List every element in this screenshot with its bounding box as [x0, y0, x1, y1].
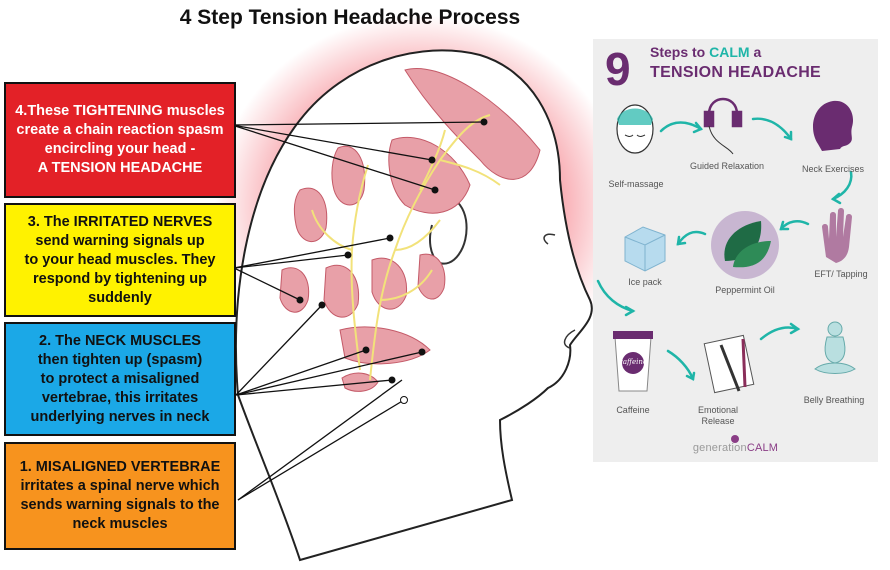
nerve-lines [311, 114, 501, 381]
head-profile-icon [813, 100, 854, 151]
step-4-box: 4.These TIGHTENING muscles create a chai… [4, 82, 236, 198]
item-label-peppermint-oil: Peppermint Oil [715, 285, 775, 295]
mint-leaf-icon [711, 211, 779, 279]
brand-logo: generationCALM [692, 442, 779, 454]
step-1-line: neck muscles [72, 516, 168, 532]
step-3-line: 3. The IRRITATED NERVES [27, 213, 213, 230]
occipital-muscle-upper [331, 145, 366, 206]
step-2-box: 2. The NECK MUSCLES then tighten up (spa… [4, 322, 236, 436]
item-label-neck-exercises: Neck Exercises [801, 164, 864, 174]
step-1-line: irritates a spinal nerve which [20, 478, 220, 494]
step-4-line: 4.These TIGHTENING muscles [15, 103, 225, 119]
step-4-line: create a chain reaction spasm [16, 122, 224, 138]
lower-neck-muscle [339, 326, 431, 365]
step-3-line: respond by tightening up [33, 270, 207, 287]
hand-icon [822, 208, 852, 263]
step-2-line: then tighten up (spasm) [37, 351, 203, 368]
mouth-line [563, 329, 576, 349]
step-3-box: 3. The IRRITATED NERVES send warning sig… [4, 203, 236, 317]
nine-steps-panel: 9 Steps to CALM a TENSION HEADACHE [593, 39, 878, 462]
eye-line [543, 233, 556, 245]
headphones-icon [703, 97, 743, 155]
step-3-line: to your head muscles. They [24, 251, 216, 268]
pointer-dots [296, 118, 488, 404]
pointer-lines [231, 121, 485, 501]
item-label-self-massage: Self-massage [608, 179, 664, 189]
item-label-caffeine: Caffeine [616, 405, 650, 415]
step-3-line: suddenly [88, 289, 152, 306]
step-1-line: sends warning signals to the [20, 497, 220, 513]
flow-arrows [596, 117, 853, 381]
step-1-line: 1. MISALIGNED VERTEBRAE [19, 459, 221, 475]
step-1-box: 1. MISALIGNED VERTEBRAE irritates a spin… [4, 442, 236, 550]
cup-text: caffeine [618, 358, 648, 366]
item-label-eft-tapping: EFT/ Tapping [814, 269, 868, 279]
step-4-line: A TENSION HEADACHE [37, 160, 203, 176]
step-2-line: vertebrae, this irritates [41, 389, 199, 406]
ice-cube-icon [624, 226, 666, 272]
item-label-guided-relaxation: Guided Relaxation [689, 161, 765, 171]
step-2-line: 2. The NECK MUSCLES [39, 332, 201, 349]
panel-number: 9 [605, 43, 631, 95]
step-3-line: send warning signals up [35, 232, 205, 249]
step-2-line: underlying nerves in neck [30, 408, 210, 425]
item-label-belly-breathing: Belly Breathing [803, 395, 865, 405]
coffee-cup-icon [613, 331, 653, 392]
item-label-emotional-release: Emotional Release [697, 405, 739, 426]
meditation-icon [814, 321, 856, 374]
face-towel-icon [616, 104, 654, 154]
neck-muscle-4 [417, 253, 446, 300]
panel-title-line1: Steps to CALM a [650, 44, 762, 60]
notebook-pen-icon [703, 334, 755, 394]
occipital-muscle-lower [293, 187, 328, 242]
vertebra [341, 372, 379, 392]
neck-muscle-2 [323, 264, 360, 318]
step-2-line: to protect a misaligned [40, 370, 200, 387]
step-4-line: encircling your head - [44, 141, 196, 157]
item-label-ice-pack: Ice pack [628, 277, 662, 287]
brand-lotus-icon [731, 435, 739, 443]
panel-title-line2: TENSION HEADACHE [650, 64, 822, 81]
panel-icons [596, 97, 856, 443]
